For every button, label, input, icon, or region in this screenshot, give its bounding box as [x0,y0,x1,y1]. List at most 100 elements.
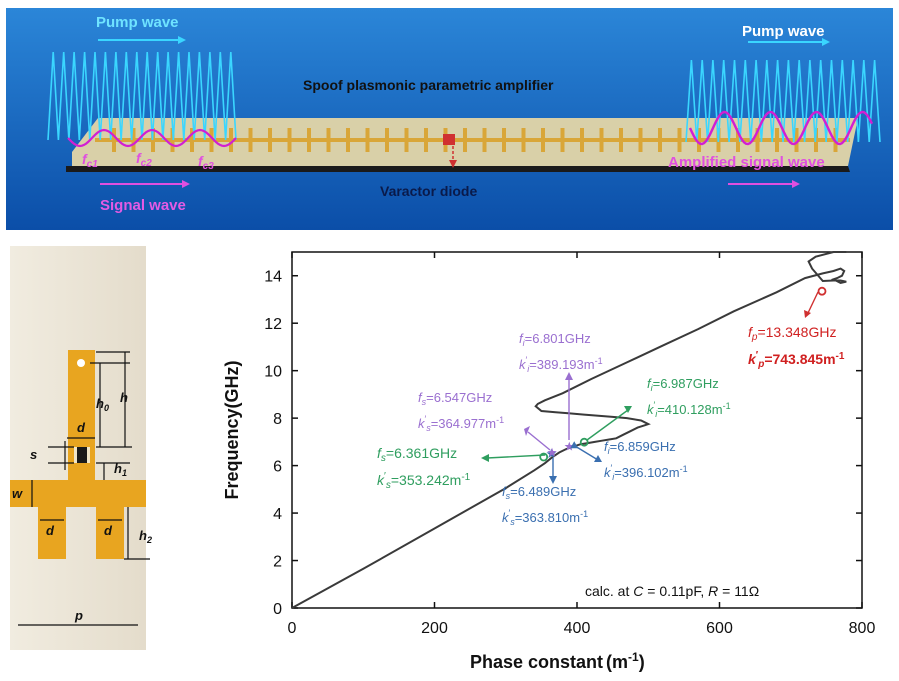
s-label: s [30,447,37,462]
via-hole [77,359,85,367]
d-top-label: d [77,420,86,435]
strip-tooth [463,128,467,152]
strip-tooth [560,128,565,152]
pump-arrowhead-left [178,36,186,44]
svg-text:k′i=410.128m-1: k′i=410.128m-1 [647,400,731,419]
svg-text:fs=6.547GHz: fs=6.547GHz [418,390,492,407]
strip-tooth [502,128,506,152]
y-tick-label-7: 14 [264,269,282,286]
svg-text:fp=13.348GHz: fp=13.348GHz [748,324,836,343]
signal-wave-left [67,128,237,148]
annotation-fi-6859: fi=6.859GHz k′i=396.102m-1 [604,439,688,482]
svg-text:k′s=363.810m-1: k′s=363.810m-1 [502,508,588,527]
annotation-fi-6801: fi=6.801GHz k′i=389.193m-1 [519,331,603,374]
svg-text:k′s=353.242m-1: k′s=353.242m-1 [377,471,471,491]
svg-text:fi=6.987GHz: fi=6.987GHz [647,376,719,393]
pump-wave-path [685,59,881,143]
d-right-label: d [104,523,113,538]
svg-text:fs=6.489GHz: fs=6.489GHz [502,484,576,501]
strip-tooth [424,128,428,152]
unit-cell-left-arm [38,507,66,559]
svg-text:k′i=396.102m-1: k′i=396.102m-1 [604,463,688,482]
strip-tooth [112,128,116,152]
marker-fs3 [547,447,557,457]
svg-text:fi=6.801GHz: fi=6.801GHz [519,331,591,348]
y-tick-label-0: 0 [273,601,282,618]
amplified-signal-label: Amplified signal wave [668,154,825,171]
x-tick-label-0: 0 [288,620,297,637]
signal-arrowhead-right [792,180,800,188]
svg-text:fs=6.361GHz: fs=6.361GHz [377,445,457,464]
pump-label-right: Pump wave [742,23,825,40]
y-tick-label-2: 4 [273,506,282,523]
strip-tooth [775,128,779,152]
pump-wave-path [47,51,237,141]
pump-wave-left [47,51,237,141]
x-tick-label-1: 200 [421,620,448,637]
signal-arrowhead-left [182,180,190,188]
dimension-lines [18,351,150,626]
annotation-fs-6361: fs=6.361GHz k′s=353.242m-1 [377,445,471,491]
plot-area [291,251,863,609]
calc-note: calc. at C = 0.11pF, R = 11Ω [585,583,759,599]
strip-tooth [580,128,584,152]
diode-pointer-arrow [449,160,457,168]
strip-tooth [385,128,389,152]
strip-tooth [209,128,214,152]
annotation-fs-6489: fs=6.489GHz k′s=363.810m-1 [502,484,588,527]
fc2-label: fc2 [136,150,152,169]
signal-wave-path [688,110,874,146]
y-tick-label-5: 10 [264,364,282,381]
strip-tooth [287,128,292,152]
strip-tooth [794,128,799,152]
strip-tooth [521,128,526,152]
strip-teeth [112,128,838,152]
svg-text:fi=6.859GHz: fi=6.859GHz [604,439,676,456]
amplifier-title: Spoof plasmonic parametric amplifier [303,77,554,93]
strip-tooth [541,128,545,152]
strip-tooth [677,128,682,152]
signal-wave-label: Signal wave [100,197,186,214]
marker-fi1 [564,441,575,451]
strip-tooth [736,128,740,152]
annotation-fp-13348: fp=13.348GHz k′p=743.845m-1 [748,324,845,370]
top-panel: Pump wave Pump wave Spoof plasmonic para… [6,8,893,230]
varactor-diode-icon [443,134,455,145]
annotation-arrows [481,291,819,484]
strip-tooth [638,128,643,152]
marker-fi3 [579,437,589,447]
x-tick-label-4: 800 [849,620,876,637]
signal-wave-right [688,110,874,146]
strip-tooth [131,128,136,152]
x-axis-title: Phase constant(m-1) [470,650,645,672]
annotation-fs-6547: fs=6.547GHz k′s=364.977m-1 [418,390,504,433]
unit-cell-right-arm [96,507,124,559]
y-axis-title: Frequency(GHz) [222,360,242,499]
h-label: h [120,390,128,405]
pump-wave-right [685,59,881,143]
strip-tooth [190,128,194,152]
annotation-fi-6987: fi=6.987GHz k′i=410.128m-1 [647,376,731,419]
x-tick-label-2: 400 [564,620,591,637]
varactor-label: Varactor diode [380,183,477,199]
h1-label: h1 [114,461,127,478]
h0-label: h0 [96,396,109,413]
strip-tooth [268,128,272,152]
signal-wave-path [67,128,237,148]
strip-tooth [365,128,370,152]
fc1-label: fc1 [82,151,98,170]
strip-tooth [619,128,623,152]
y-tick-label-1: 2 [273,554,282,571]
svg-text:k′s=364.977m-1: k′s=364.977m-1 [418,414,504,433]
strip-tooth [755,128,760,152]
p-label: p [74,608,83,623]
pump-label-left: Pump wave [96,14,179,31]
marker-fp [817,286,827,296]
w-label: w [12,486,23,501]
d-left-label: d [46,523,55,538]
strip-tooth [599,128,604,152]
strip-tooth [658,128,662,152]
strip-tooth [307,128,311,152]
